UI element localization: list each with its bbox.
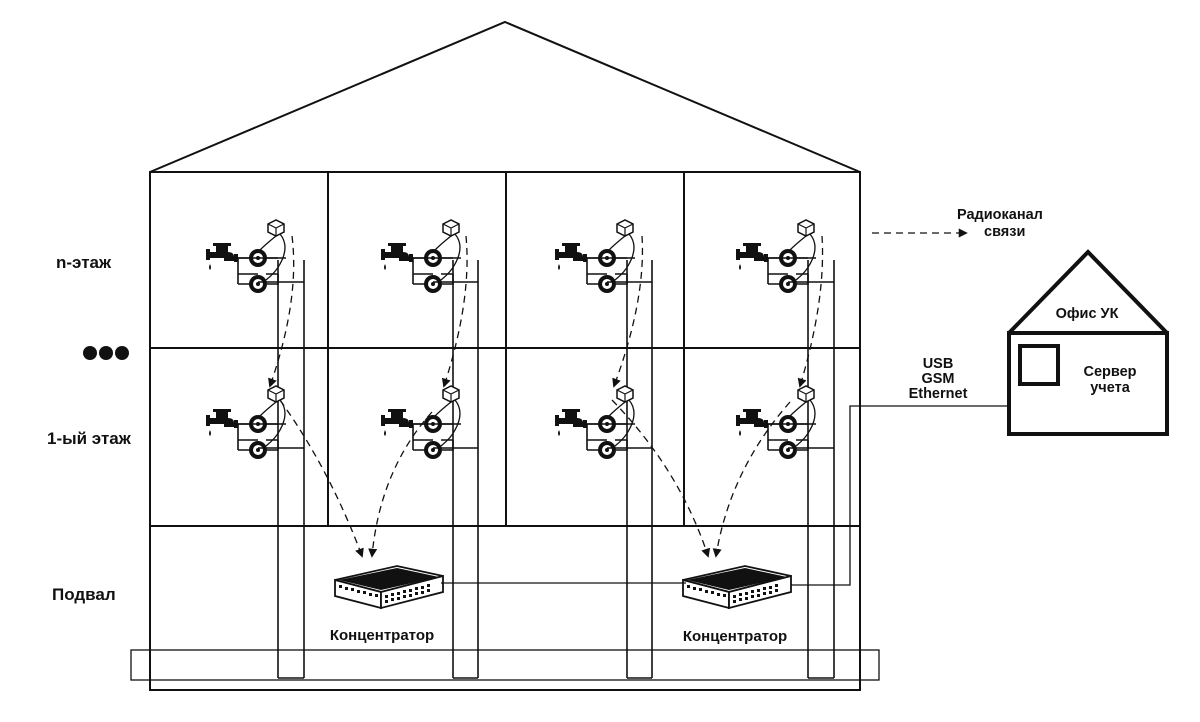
- floor-label-basement: Подвал: [52, 585, 116, 604]
- roof: [149, 20, 861, 173]
- fixtures-first-floor: [205, 385, 834, 460]
- foundation: [130, 649, 880, 681]
- radio-channel-note: Радиоканал связи: [872, 207, 1043, 240]
- fixtures-top-floor: [205, 219, 834, 294]
- network-switch-icon: [334, 565, 444, 609]
- server-label-line1: Сервер: [1083, 364, 1136, 380]
- link-labels: USB GSM Ethernet: [909, 356, 968, 402]
- radio-label-line1: Радиоканал: [957, 207, 1043, 223]
- link-ethernet: Ethernet: [909, 386, 968, 402]
- risers: [277, 260, 835, 679]
- concentrator-label: Концентратор: [330, 627, 434, 644]
- building: [130, 20, 880, 691]
- dots-icon: [83, 346, 129, 360]
- radio-links: [268, 235, 824, 558]
- wired-links: [441, 405, 1008, 586]
- floor-label-first: 1-ый этаж: [47, 429, 132, 448]
- floor-label-top: n-этаж: [56, 253, 112, 272]
- office-building: Офис УК Сервер учета: [1007, 249, 1169, 436]
- concentrator-right: Концентратор: [682, 565, 792, 645]
- concentrator-left: Концентратор: [330, 565, 444, 644]
- concentrator-label: Концентратор: [683, 628, 787, 645]
- radio-label-line2: связи: [984, 224, 1025, 240]
- office-title: Офис УК: [1056, 306, 1119, 322]
- server-label-line2: учета: [1090, 380, 1130, 396]
- link-gsm: GSM: [921, 371, 954, 387]
- server-icon: [1018, 344, 1060, 386]
- link-usb: USB: [923, 356, 954, 372]
- network-switch-icon: [682, 565, 792, 609]
